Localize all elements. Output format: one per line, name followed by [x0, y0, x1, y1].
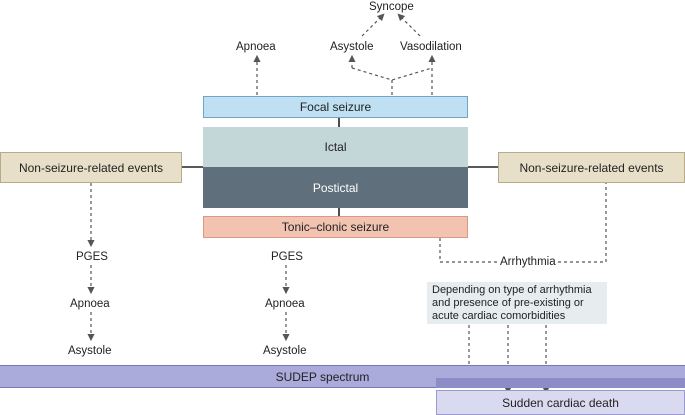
non-seizure-right-label: Non-seizure-related events — [519, 160, 664, 175]
label-asystole-top: Asystole — [330, 41, 374, 53]
sudden-cardiac-death-label: Sudden cardiac death — [502, 395, 619, 410]
left-chain-apnoea: Apnoea — [70, 298, 110, 310]
ictal-label: Ictal — [324, 140, 347, 154]
center-chain-pges: PGES — [271, 251, 303, 263]
focal-seizure-label: Focal seizure — [299, 100, 372, 114]
arrhythmia-connector — [439, 183, 607, 263]
non-seizure-events-right: Non-seizure-related events — [498, 152, 685, 183]
tonic-clonic-seizure-label: Tonic–clonic seizure — [281, 220, 390, 234]
center-chain-asystole: Asystole — [263, 345, 307, 357]
sudden-cardiac-death-overlap — [436, 378, 685, 388]
label-apnoea-top: Apnoea — [236, 41, 276, 53]
center-chain-apnoea: Apnoea — [265, 298, 305, 310]
label-vasodilation: Vasodilation — [400, 41, 462, 53]
left-chain-pges: PGES — [76, 251, 108, 263]
arrhythmia-note: Depending on type of arrhythmia and pres… — [427, 282, 607, 324]
ictal-box: Ictal — [203, 127, 468, 167]
non-seizure-left-label: Non-seizure-related events — [18, 160, 164, 175]
note-line-2: and presence of pre-existing or — [432, 297, 584, 309]
tonic-clonic-seizure-box: Tonic–clonic seizure — [203, 216, 468, 238]
non-seizure-events-left: Non-seizure-related events — [0, 152, 182, 183]
arrow-vasodilation-to-syncope — [397, 13, 421, 37]
branch-focal-top — [351, 67, 433, 95]
postictal-label: Postictal — [312, 180, 359, 195]
arrow-asystole-to-syncope — [361, 13, 385, 37]
note-line-3: acute cardiac comorbidities — [432, 310, 566, 322]
label-syncope: Syncope — [369, 1, 414, 13]
sudden-cardiac-death-box: Sudden cardiac death — [436, 390, 685, 415]
sudep-spectrum-label: SUDEP spectrum — [275, 369, 370, 384]
label-arrhythmia: Arrhythmia — [500, 256, 556, 268]
focal-seizure-box: Focal seizure — [203, 96, 468, 118]
postictal-box: Postictal — [203, 167, 468, 208]
left-chain-asystole: Asystole — [68, 345, 112, 357]
note-line-1: Depending on type of arrhythmia — [432, 284, 592, 296]
